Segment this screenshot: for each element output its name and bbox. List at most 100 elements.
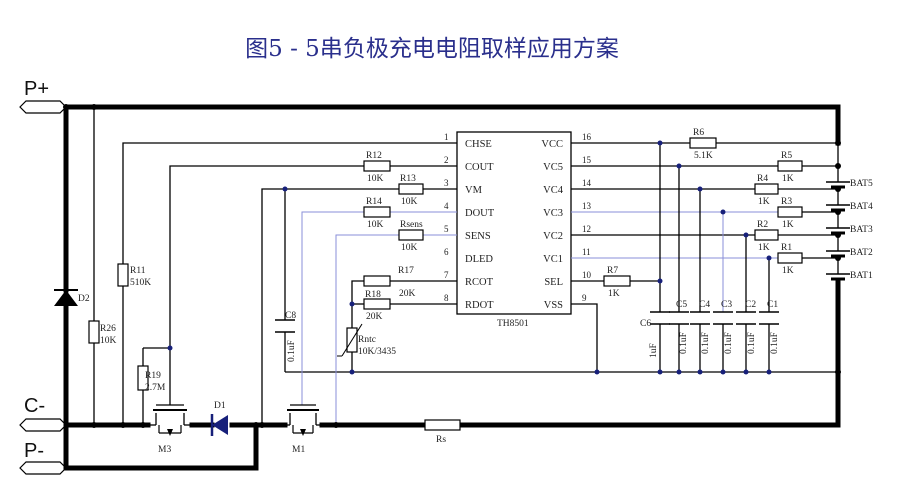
svg-text:C3: C3 [721, 300, 732, 310]
svg-text:D2: D2 [78, 294, 90, 304]
ic-pin-name: VC5 [543, 162, 563, 173]
svg-text:C5: C5 [676, 300, 687, 310]
svg-text:1uF: 1uF [649, 343, 659, 358]
svg-text:R19: R19 [145, 371, 161, 381]
ic-pin-number: 9 [582, 293, 587, 303]
ic-pin-number: 1 [444, 132, 449, 142]
svg-text:R1: R1 [781, 243, 792, 253]
resistor-r1: R1 1K [777, 243, 803, 276]
svg-text:20K: 20K [399, 289, 416, 299]
terminal-p-plus: P+ [19, 78, 67, 114]
svg-text:10K: 10K [367, 174, 384, 184]
svg-text:1K: 1K [782, 220, 794, 230]
capacitor-c5: C5 0.1uF [669, 300, 689, 354]
svg-text:Rs: Rs [436, 435, 446, 445]
resistor-r26: R26 10K [88, 320, 117, 346]
svg-text:P+: P+ [24, 78, 49, 100]
ic-pin-number: 15 [582, 155, 592, 165]
resistor-r14: R14 10K [363, 197, 391, 230]
ic-pin-number: 4 [444, 201, 449, 211]
battery-cell: BAT5 [826, 176, 873, 199]
ic-pin-number: 14 [582, 178, 592, 188]
svg-text:R13: R13 [400, 174, 416, 184]
ic-pin-number: 3 [444, 178, 449, 188]
svg-text:1K: 1K [758, 243, 770, 253]
diagram-title: 图5 - 5串负极充电电阻取样应用方案 [245, 36, 619, 62]
capacitor-c3: C3 0.1uF [713, 300, 734, 354]
svg-text:C1: C1 [767, 300, 778, 310]
mosfet-m1: M1 [285, 404, 322, 455]
svg-text:M3: M3 [158, 445, 171, 455]
resistor-r11: R11 510K [117, 263, 151, 288]
ic-pin-name: COUT [465, 162, 494, 173]
svg-text:D1: D1 [214, 401, 226, 411]
svg-text:0.1uF: 0.1uF [747, 332, 757, 354]
ic-pin-name: RDOT [465, 300, 494, 311]
resistor-r13: R13 10K [398, 174, 424, 207]
battery-label: BAT3 [850, 225, 873, 235]
terminal-c-minus: C- [19, 395, 67, 432]
svg-text:R4: R4 [757, 174, 768, 184]
ic-pin-name: DOUT [465, 208, 495, 219]
svg-text:R3: R3 [781, 197, 792, 207]
ic-pin-number: 11 [582, 247, 591, 257]
svg-text:R17: R17 [398, 266, 414, 276]
resistor-r3: R3 1K [777, 197, 803, 230]
ic-pin-name: VC1 [543, 254, 563, 265]
svg-text:R11: R11 [130, 266, 146, 276]
thermistor-rntc: Rntc 10K/3435 [337, 323, 396, 357]
svg-text:10K: 10K [401, 243, 418, 253]
svg-text:C4: C4 [699, 300, 710, 310]
battery-cell: BAT1 [826, 268, 873, 291]
svg-text:C-: C- [24, 395, 45, 417]
ic-th8501: TH8501 [456, 131, 572, 329]
svg-text:10K: 10K [100, 336, 117, 346]
resistor-rsens: Rsens 10K [398, 220, 424, 253]
svg-text:R12: R12 [366, 151, 382, 161]
ic-name: TH8501 [497, 319, 529, 329]
ic-pin-number: 10 [582, 270, 592, 280]
svg-text:Rsens: Rsens [400, 220, 423, 230]
left-nets [93, 107, 457, 425]
capacitor-c4: C4 0.1uF [690, 300, 711, 354]
ic-pin-name: VSS [544, 300, 563, 311]
svg-text:R6: R6 [693, 128, 704, 138]
svg-text:R2: R2 [757, 220, 768, 230]
svg-text:10K: 10K [367, 220, 384, 230]
svg-text:10K: 10K [401, 197, 418, 207]
capacitor-c6: C6 1uF [640, 311, 670, 358]
ic-pin-number: 7 [444, 270, 449, 280]
svg-text:C6: C6 [640, 319, 651, 329]
junction-dots [63, 104, 841, 428]
battery-cell: BAT4 [826, 199, 873, 222]
svg-text:R18: R18 [365, 290, 381, 300]
svg-text:5.1K: 5.1K [694, 151, 713, 161]
right-cap-wires [659, 143, 770, 372]
svg-text:0.1uF: 0.1uF [679, 332, 689, 354]
svg-text:C2: C2 [745, 300, 756, 310]
resistor-r18: R18 20K [363, 290, 391, 322]
ic-pin-name: VCC [541, 139, 563, 150]
svg-text:0.1uF: 0.1uF [287, 340, 297, 362]
terminal-p-minus: P- [19, 440, 67, 475]
svg-text:10K/3435: 10K/3435 [358, 347, 396, 357]
ic-pin-name: CHSE [465, 139, 492, 150]
svg-text:R7: R7 [607, 266, 618, 276]
ic-pin-name: SEL [544, 277, 563, 288]
ic-pin-number: 5 [444, 224, 449, 234]
svg-text:0.1uF: 0.1uF [701, 332, 711, 354]
ic-pin-name: SENS [465, 231, 491, 242]
ic-pin-name: VM [465, 185, 483, 196]
resistor-r7: R7 1K [603, 266, 631, 299]
svg-text:R14: R14 [366, 197, 382, 207]
ic-pin-name: VC3 [543, 208, 563, 219]
ic-pin-number: 13 [582, 201, 592, 211]
battery-label: BAT2 [850, 248, 873, 258]
svg-text:1K: 1K [608, 289, 620, 299]
svg-text:0.1uF: 0.1uF [724, 332, 734, 354]
ic-pin-name: RCOT [465, 277, 494, 288]
